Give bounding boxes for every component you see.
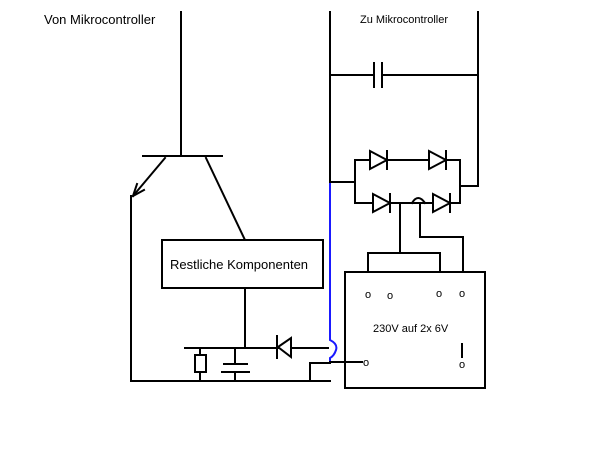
transformer-pin: o (459, 359, 465, 371)
transformer-label: 230V auf 2x 6V (373, 323, 449, 335)
rest-components-box: Restliche Komponenten (161, 239, 324, 289)
label-from-microcontroller: Von Mikrocontroller (44, 12, 156, 27)
transformer-pin: o (436, 288, 442, 300)
transformer-pin: o (459, 288, 465, 300)
highlight-wire (329, 182, 338, 362)
smoothing-capacitor (221, 347, 250, 382)
transformer-pin: o (365, 289, 371, 301)
rest-components-label: Restliche Komponenten (170, 257, 308, 272)
bridge-rectifier (329, 149, 479, 254)
coupling-capacitor (329, 62, 479, 88)
transformer-pin: o (387, 290, 393, 302)
label-to-microcontroller: Zu Mikrocontroller (360, 14, 448, 26)
rectifier-diode (276, 335, 292, 360)
transformer-pin: o (363, 357, 369, 369)
resistor (194, 347, 207, 382)
transformer-box: o o o o 230V auf 2x 6V o o (344, 271, 486, 389)
transistor (131, 11, 247, 242)
